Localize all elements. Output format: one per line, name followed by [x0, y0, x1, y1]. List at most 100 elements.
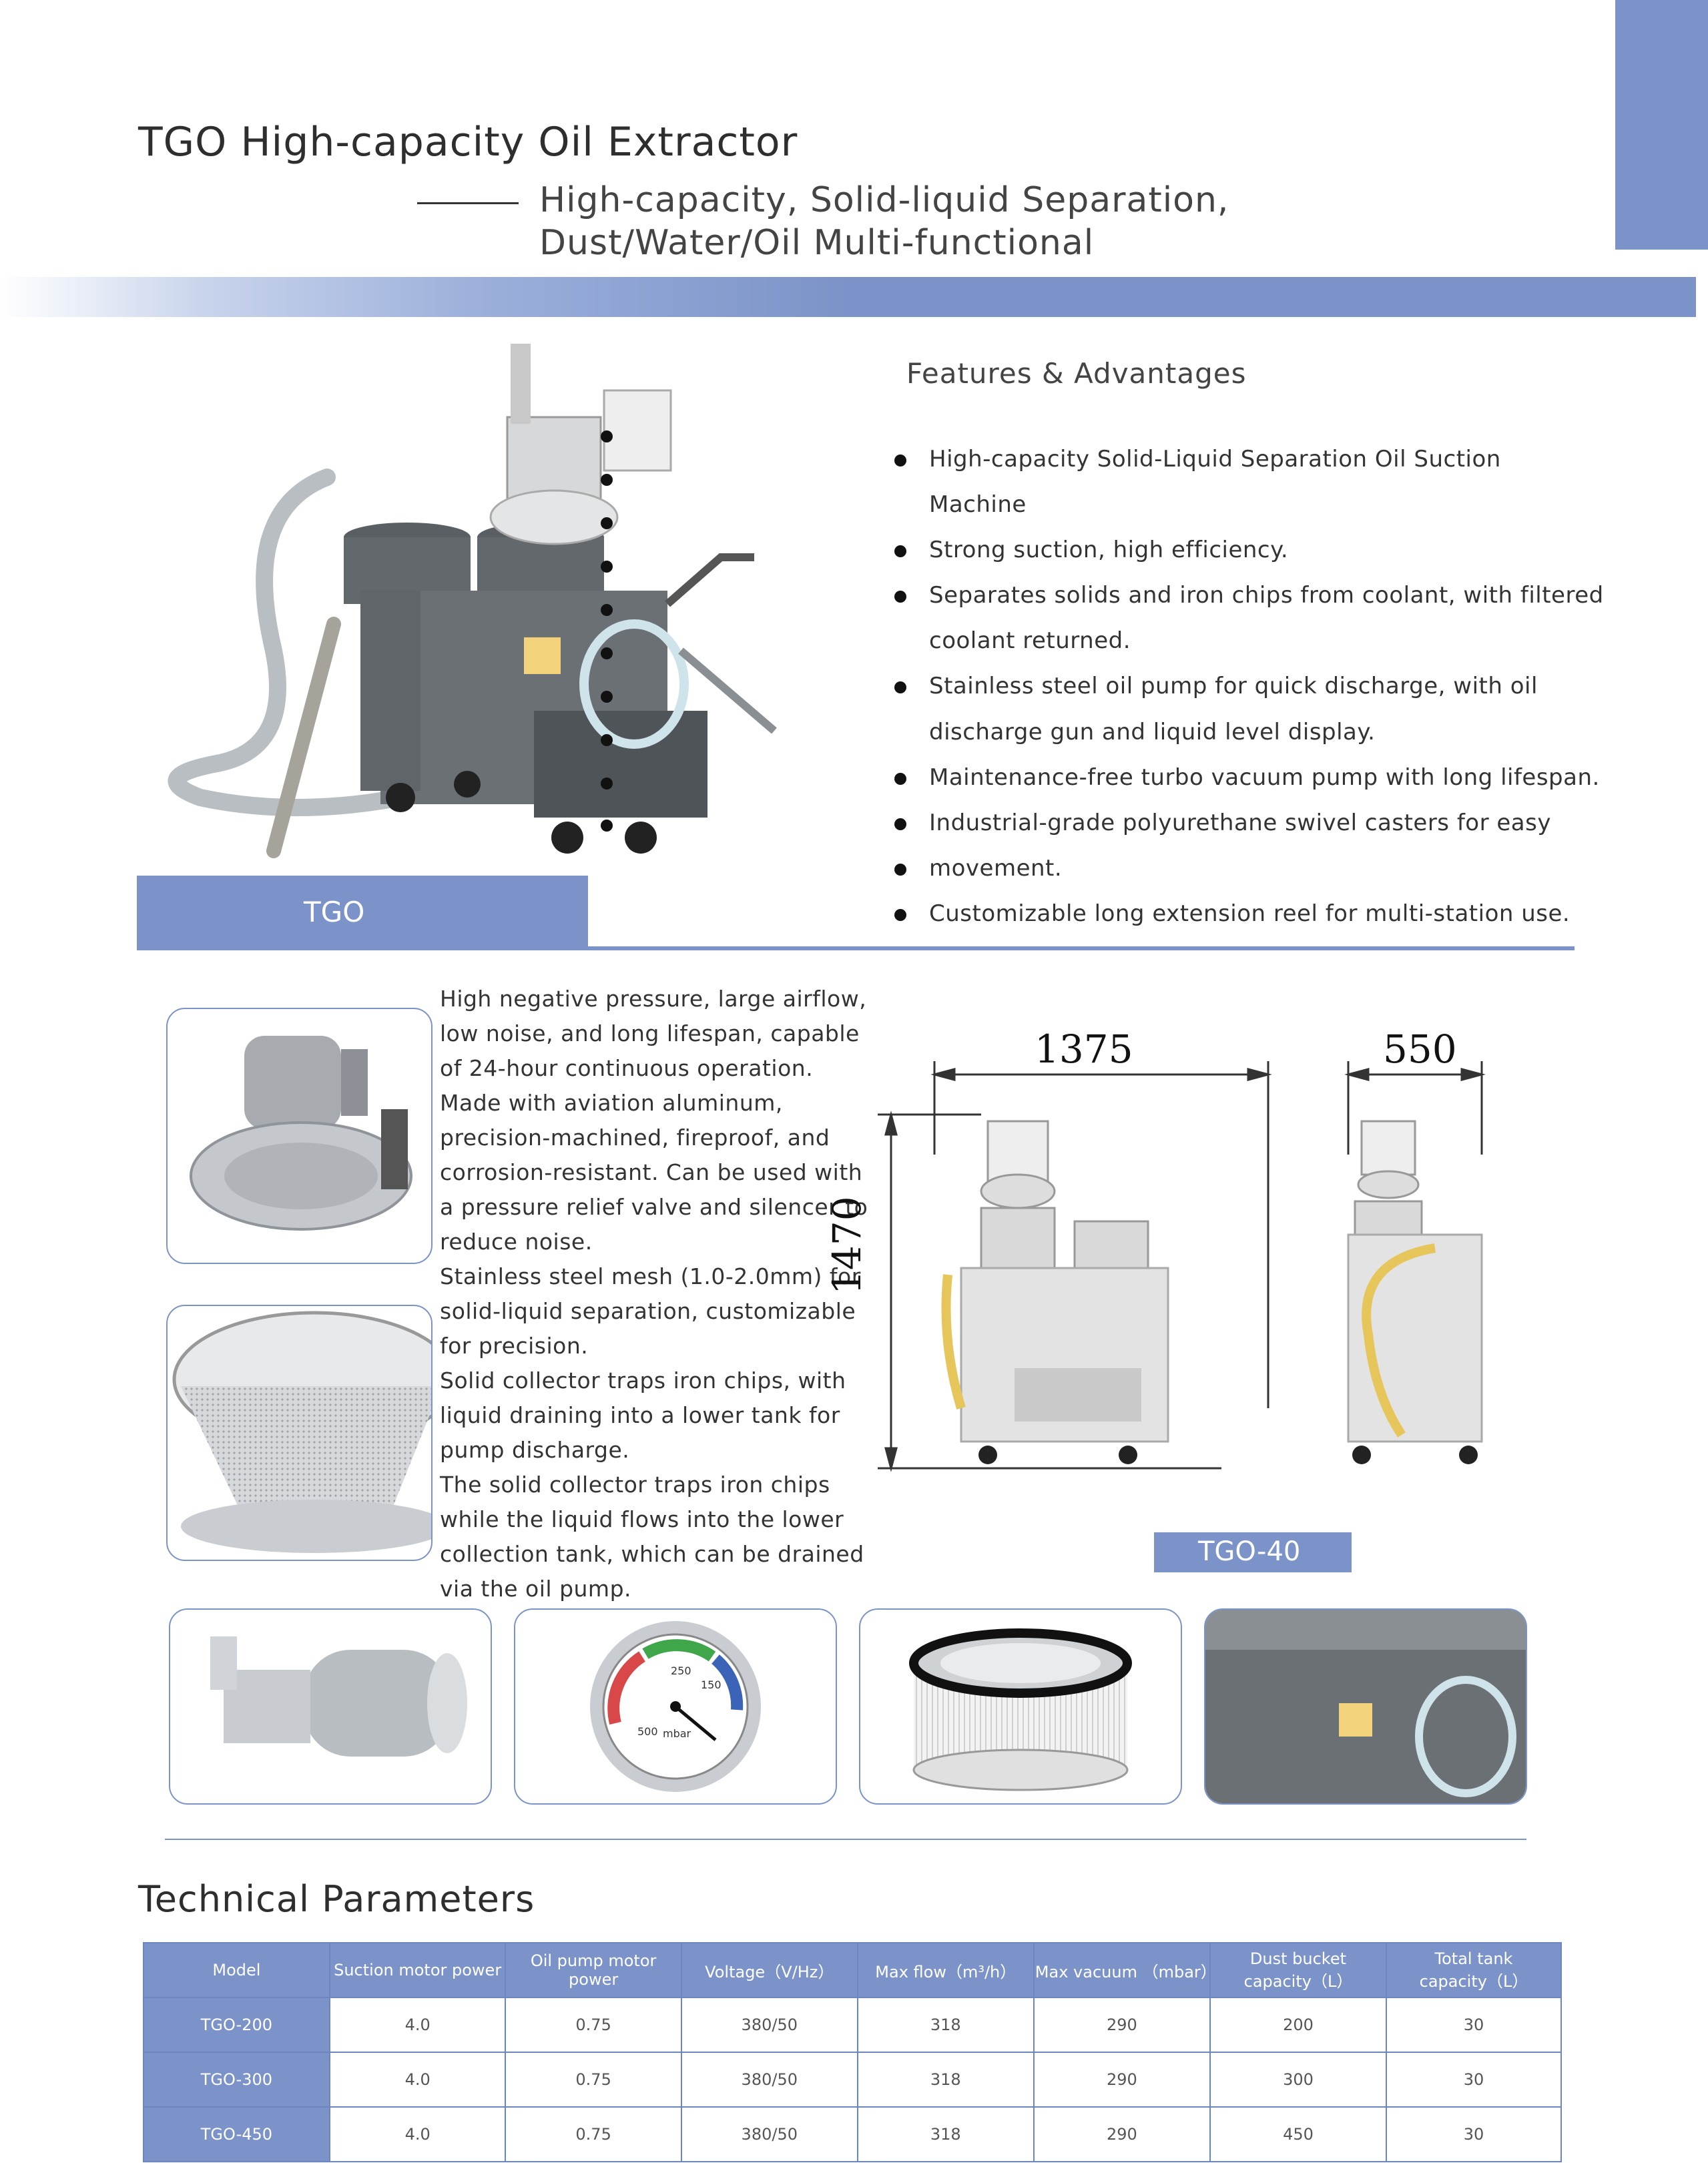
feature-bullet — [894, 681, 906, 693]
feature-line: Strong suction, high efficiency. — [929, 537, 1289, 563]
table-cell: 0.75 — [505, 2052, 682, 2108]
table-row: TGO-300 4.0 0.75 380/50 318 290 300 30 — [143, 2052, 1562, 2108]
table-cell: 4.0 — [328, 2106, 507, 2162]
description-line: liquid draining into a lower tank for — [440, 1402, 840, 1428]
model-cell: TGO-200 — [143, 1997, 330, 2053]
table-cell: 318 — [856, 2106, 1035, 2162]
feature-line: Stainless steel oil pump for quick disch… — [929, 673, 1538, 699]
feature-line: Industrial-grade polyurethane swivel cas… — [929, 810, 1551, 836]
header-cell: Suction motor power — [328, 1942, 507, 1998]
description-line: low noise, and long lifespan, capable — [440, 1020, 860, 1046]
product-dot — [601, 778, 613, 790]
feature-line: Customizable long extension reel for mul… — [929, 900, 1571, 927]
table-cell: 4.0 — [328, 2052, 507, 2108]
model-cell: TGO-450 — [143, 2106, 330, 2162]
description-line: solid-liquid separation, customizable — [440, 1298, 856, 1324]
feature-bullet — [894, 454, 906, 467]
mesh-basket-photo — [166, 1305, 433, 1561]
dimension-width-label: 1375 — [1035, 1026, 1133, 1072]
description-line: collection tank, which can be drained — [440, 1541, 864, 1567]
table-row: TGO-200 4.0 0.75 380/50 318 290 200 30 — [143, 1997, 1562, 2053]
gauge-scale-500: 500 — [637, 1725, 658, 1738]
dimension-drawing — [848, 1021, 1502, 1488]
product-image — [160, 337, 801, 864]
corner-tab — [1615, 0, 1708, 250]
table-cell: 30 — [1385, 2052, 1562, 2108]
product-dot — [601, 561, 613, 573]
feature-bullet — [894, 545, 906, 557]
feature-line: coolant returned. — [929, 627, 1131, 654]
header-cell: Max vacuum （mbar） — [1033, 1942, 1217, 1998]
table-cell: 318 — [856, 2052, 1035, 2108]
feature-bullet — [894, 818, 906, 830]
feature-bullet — [894, 773, 906, 785]
description-line: precision-machined, fireproof, and — [440, 1125, 830, 1151]
feature-line: Machine — [929, 491, 1027, 518]
header-cell: Max flow（m³/h） — [856, 1942, 1035, 1998]
model-cell: TGO-300 — [143, 2052, 330, 2108]
product-dot — [601, 474, 613, 486]
blower-motor-photo — [166, 1008, 433, 1264]
description-line: Stainless steel mesh (1.0-2.0mm) for — [440, 1263, 861, 1289]
product-dot — [601, 734, 613, 746]
feature-bullet — [894, 909, 906, 921]
table-header-row: Model Suction motor power Oil pump motor… — [143, 1942, 1562, 1998]
description-line: reduce noise. — [440, 1229, 593, 1255]
table-cell: 290 — [1033, 2052, 1211, 2108]
product-dot — [601, 691, 613, 703]
feature-line: High-capacity Solid-Liquid Separation Oi… — [929, 446, 1501, 473]
table-cell: 380/50 — [680, 2052, 858, 2108]
feature-bullet — [894, 864, 906, 876]
dimension-height-label: 1470 — [824, 1196, 870, 1295]
product-label-box: TGO — [137, 876, 588, 950]
table-cell: 0.75 — [505, 2106, 682, 2162]
vacuum-gauge-photo — [514, 1608, 837, 1805]
table-cell: 290 — [1033, 2106, 1211, 2162]
feature-line: discharge gun and liquid level display. — [929, 719, 1376, 745]
table-cell: 30 — [1385, 1997, 1562, 2053]
product-dot — [601, 647, 613, 659]
model-label: TGO-40 — [1198, 1536, 1301, 1567]
section-underline — [137, 946, 1575, 950]
description-line: a pressure relief valve and silencer to — [440, 1194, 868, 1220]
product-dot — [601, 820, 613, 832]
page-title: TGO High-capacity Oil Extractor — [138, 119, 798, 166]
product-dot — [601, 430, 613, 442]
dimension-depth-label: 550 — [1383, 1026, 1457, 1072]
description-line: Made with aviation aluminum, — [440, 1090, 783, 1116]
table-cell: 290 — [1033, 1997, 1211, 2053]
table-cell: 450 — [1209, 2106, 1387, 2162]
subtitle-line-2: Dust/Water/Oil Multi-functional — [539, 223, 1095, 263]
section-divider — [165, 1839, 1526, 1840]
model-label-box: TGO-40 — [1154, 1532, 1352, 1572]
description-line: The solid collector traps iron chips — [440, 1472, 830, 1498]
product-label: TGO — [304, 896, 365, 928]
gauge-unit: mbar — [663, 1727, 691, 1740]
subtitle-dash — [417, 202, 519, 204]
description-line: pump discharge. — [440, 1437, 630, 1463]
product-dot — [601, 517, 613, 529]
description-line: for precision. — [440, 1333, 589, 1359]
header-cell: Voltage（V/Hz） — [680, 1942, 858, 1998]
tech-params-table: Model Suction motor power Oil pump motor… — [143, 1942, 1562, 2162]
feature-line: Separates solids and iron chips from coo… — [929, 582, 1604, 609]
description-line: of 24-hour continuous operation. — [440, 1055, 814, 1081]
description-line: corrosion-resistant. Can be used with — [440, 1159, 863, 1185]
table-cell: 380/50 — [680, 2106, 858, 2162]
product-dot — [601, 604, 613, 616]
description-line: High negative pressure, large airflow, — [440, 986, 867, 1012]
table-cell: 318 — [856, 1997, 1035, 2053]
feature-bullet — [894, 591, 906, 603]
table-cell: 30 — [1385, 2106, 1562, 2162]
description-line: via the oil pump. — [440, 1576, 632, 1602]
description-line: Solid collector traps iron chips, with — [440, 1367, 846, 1394]
feature-line: movement. — [929, 855, 1063, 882]
feature-line: Maintenance-free turbo vacuum pump with … — [929, 764, 1600, 791]
gauge-scale-250: 250 — [671, 1664, 691, 1677]
subtitle-line-1: High-capacity, Solid-liquid Separation, — [539, 180, 1229, 220]
table-cell: 4.0 — [328, 1997, 507, 2053]
table-cell: 0.75 — [505, 1997, 682, 2053]
table-cell: 300 — [1209, 2052, 1387, 2108]
